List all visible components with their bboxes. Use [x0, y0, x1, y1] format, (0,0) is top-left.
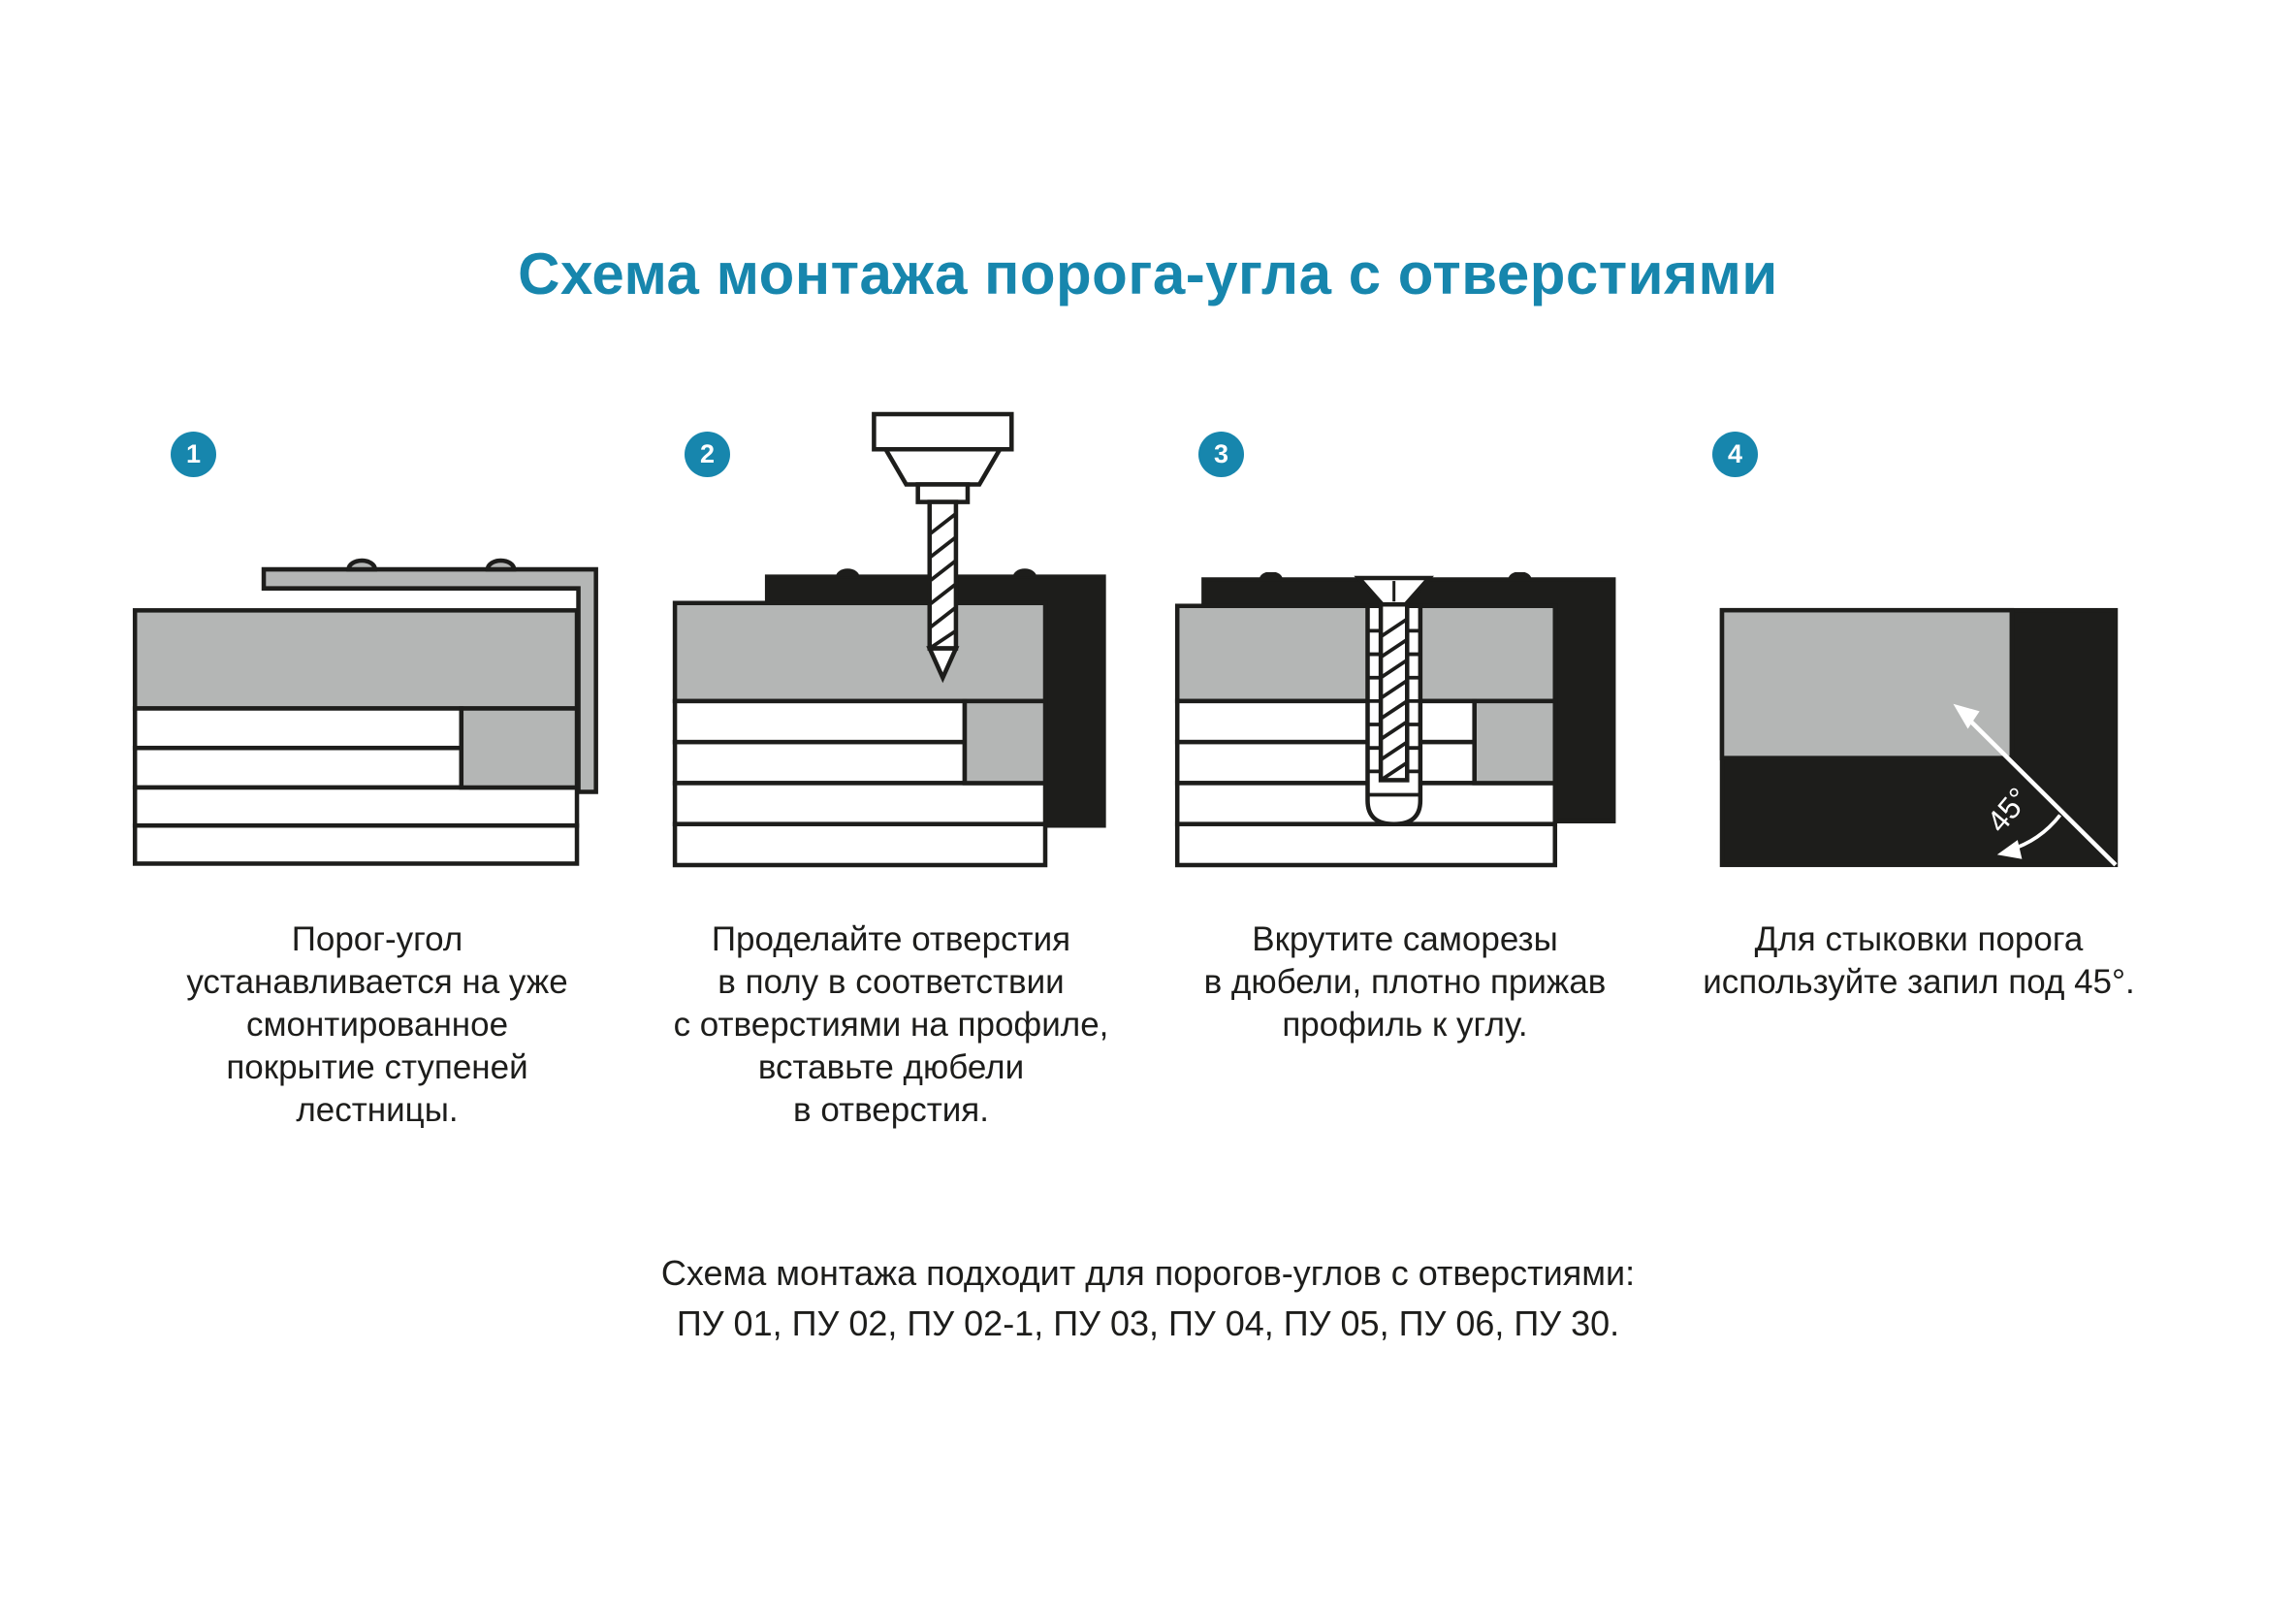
step-1-illustration — [132, 432, 622, 868]
step-4-illustration: 45° — [1674, 432, 2164, 868]
drill-bit-spiral — [928, 512, 957, 651]
arrowhead-up-icon — [1953, 703, 1980, 729]
footer-line-1: Схема монтажа подходит для порогов-углов… — [660, 1253, 1636, 1294]
step-2-caption: Проделайте отверстия в полу в соответств… — [673, 920, 1109, 1130]
step-3-illustration — [1160, 432, 1650, 868]
floor-structure — [672, 600, 1047, 868]
joint-surfaces — [1719, 607, 2119, 868]
footer-line-2: ПУ 01, ПУ 02, ПУ 02-1, ПУ 03, ПУ 04, ПУ … — [676, 1302, 1620, 1343]
step-4-caption: Для стыковки порога используйте запил по… — [1703, 920, 2135, 1002]
step-1-caption: Порог-угол устанавливается на уже смонти… — [186, 920, 568, 1130]
screw-threads — [1380, 617, 1409, 782]
step-2-badge: 2 — [685, 432, 730, 477]
drilling-holes-drawing — [672, 411, 1106, 868]
miter-cut-line — [1957, 708, 2118, 867]
step-3: 3 — [1160, 432, 1650, 1046]
step-2-illustration — [646, 411, 1136, 868]
corner-profile-icon — [261, 558, 598, 794]
page-title: Схема монтажа порога-угла с отверстиями — [518, 241, 1778, 306]
step-4: 4 45° Для стыковки порога ис — [1674, 432, 2164, 1004]
drill-icon — [871, 411, 1014, 684]
screwing-profile-drawing — [1174, 572, 1616, 868]
step-2: 2 — [646, 411, 1136, 1132]
stair-profile-placement-drawing — [132, 558, 598, 866]
screw-icon — [1354, 575, 1434, 783]
step-3-caption: Вкрутите саморезы в дюбели, плотно прижа… — [1203, 920, 1607, 1045]
step-4-badge: 4 — [1712, 432, 1758, 477]
step-1: 1 — [132, 432, 622, 1132]
arrowhead-down-icon — [1996, 840, 2023, 859]
stair-step-structure — [132, 608, 580, 866]
step-3-badge: 3 — [1198, 432, 1244, 477]
miter-joint-top-view-drawing: 45° — [1719, 607, 2119, 868]
step-1-badge: 1 — [171, 432, 216, 477]
steps-row: 1 — [0, 411, 2296, 1132]
footer-note: Схема монтажа подходит для порогов-углов… — [0, 1248, 2296, 1347]
